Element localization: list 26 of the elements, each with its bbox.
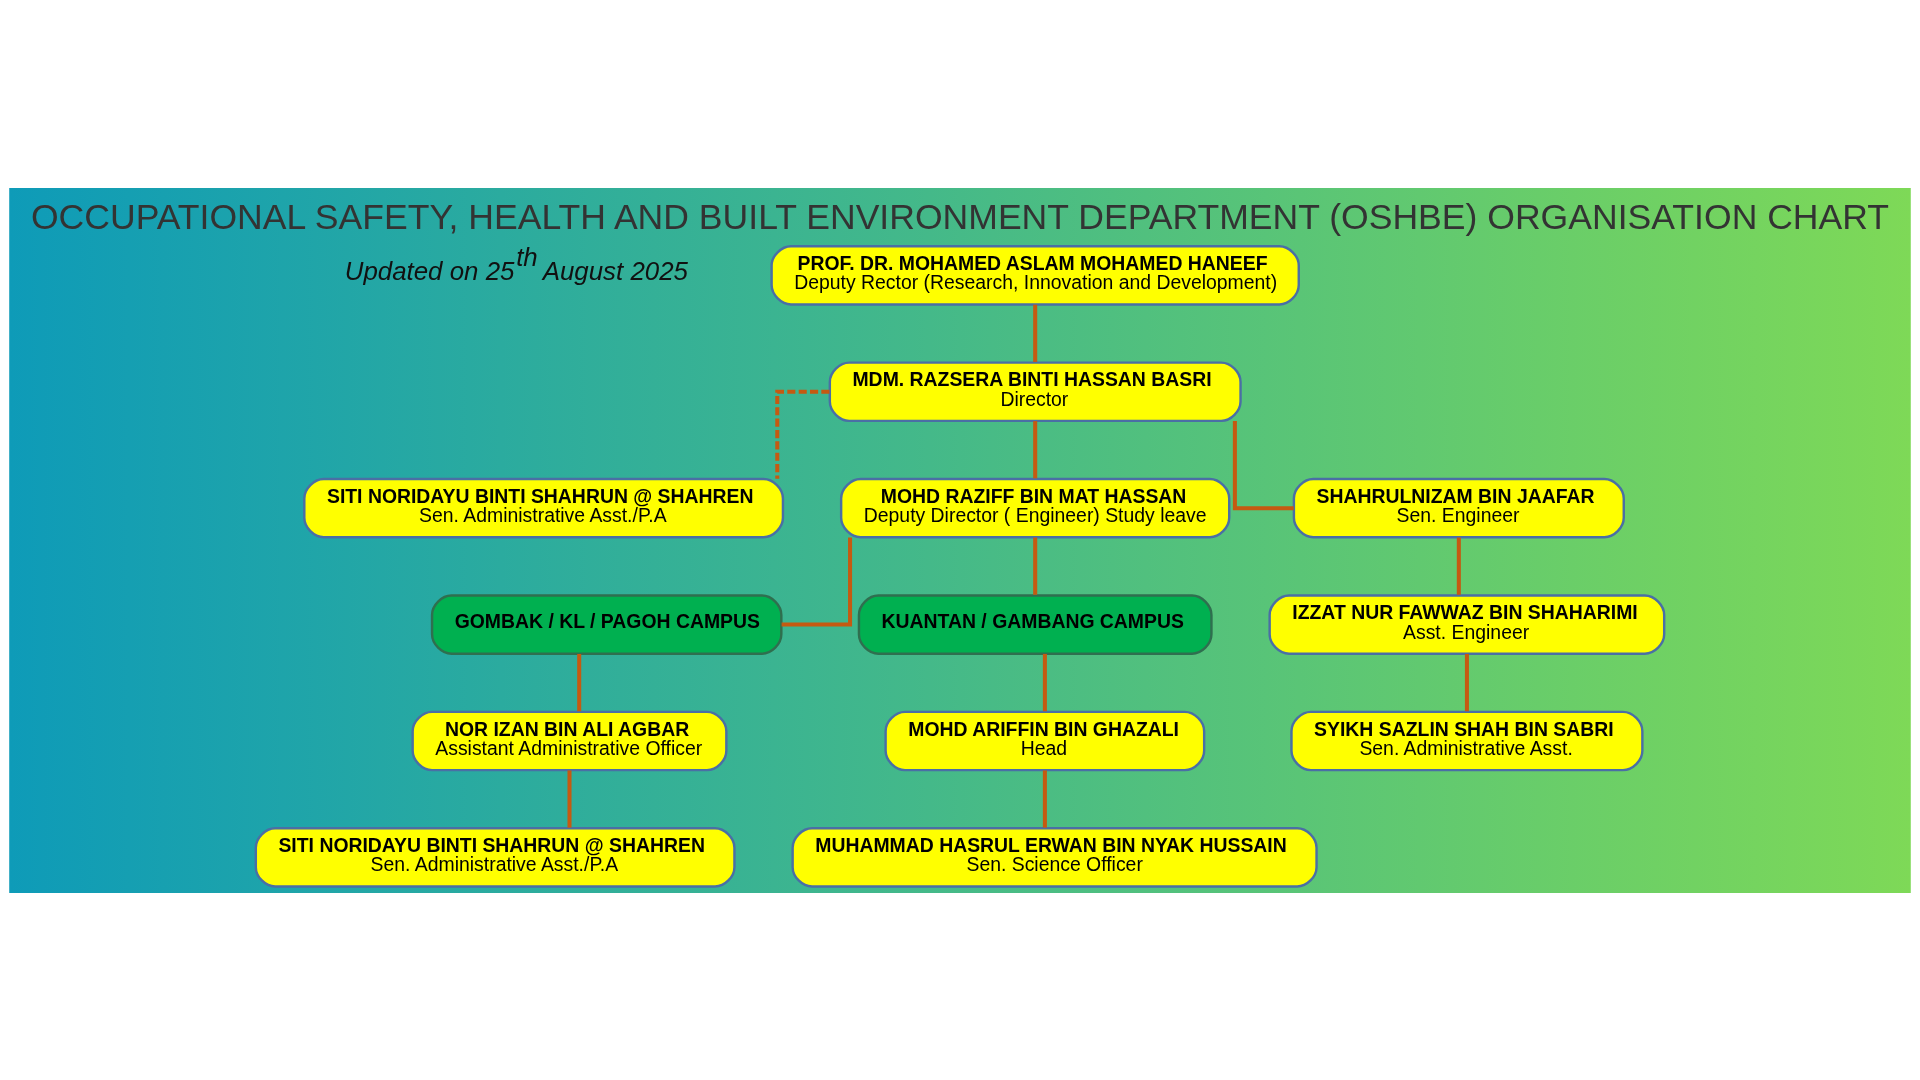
connector: [1033, 420, 1038, 478]
node-box: SHAHRULNIZAM BIN JAAFAR Sen. Engineer: [1292, 477, 1625, 538]
connector: [1042, 653, 1047, 711]
node-box: SITI NORIDAYU BINTI SHAHRUN @ SHAHREN Sen. Administrative Asst./P.A: [254, 826, 736, 888]
diagram-title: OCCUPATIONAL SAFETY, HEALTH AND BUILT ENVIRONMENT DEPARTMENT (OSHBE) ORGANISATION CHART: [30, 196, 1890, 237]
connector: [1033, 304, 1038, 362]
node-box: KUANTAN / GAMBANG CAMPUS: [857, 593, 1213, 655]
node-box: MDM. RAZSERA BINTI HASSAN BASRI Director: [828, 360, 1242, 422]
node-box: NOR IZAN BIN ALI AGBAR Assistant Administrative Officer: [411, 710, 728, 771]
node-box: IZZAT NUR FAWWAZ BIN SHAHARIMI Asst. Engineer: [1268, 593, 1666, 655]
node-box: MOHD ARIFFIN BIN GHAZALI Head: [884, 710, 1206, 771]
connector: [781, 537, 853, 627]
node-box: MOHD RAZIFF BIN MAT HASSAN Deputy Director ( Engineer) Study leave: [839, 477, 1231, 538]
node-box: GOMBAK / KL / PAGOH CAMPUS: [430, 593, 783, 655]
node-box: MUHAMMAD HASRUL ERWAN BIN NYAK HUSSAIN Sen. Science Officer: [791, 826, 1318, 888]
node-box: PROF. DR. MOHAMED ASLAM MOHAMED HANEEF Deputy Rector (Research, Innovation and Development): [770, 244, 1300, 306]
connector: [1464, 653, 1469, 711]
connector: [1042, 769, 1047, 828]
connector: [577, 653, 582, 711]
connector: [567, 769, 572, 828]
node-box: SYIKH SAZLIN SHAH BIN SABRI Sen. Administrative Asst.: [1290, 710, 1644, 771]
node-box: SITI NORIDAYU BINTI SHAHRUN @ SHAHREN Sen. Administrative Asst./P.A: [303, 477, 785, 538]
connector: [1456, 537, 1461, 595]
connector: [1232, 420, 1294, 510]
connector: [1033, 537, 1038, 595]
connector: [775, 389, 830, 479]
